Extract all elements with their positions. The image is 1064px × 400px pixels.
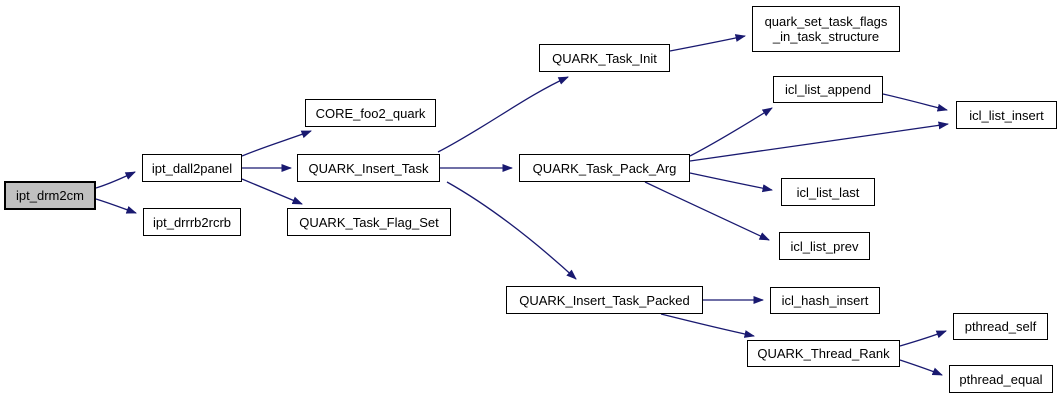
node-ipt-drrrb2rcrb[interactable]: ipt_drrrb2rcrb — [143, 208, 241, 236]
edge-QUARK_Task_Pack_Arg-icl_list_append — [689, 107, 773, 157]
node-quark-task-pack-arg[interactable]: QUARK_Task_Pack_Arg — [519, 154, 690, 182]
node-pthread-self[interactable]: pthread_self — [953, 313, 1048, 340]
edge-QUARK_Thread_Rank-pthread_self — [899, 330, 947, 347]
node-pthread-equal[interactable]: pthread_equal — [949, 365, 1053, 393]
edge-QUARK_Task_Pack_Arg-icl_list_insert — [689, 121, 949, 162]
edge-ipt_dall2panel-CORE_foo2_quark — [241, 130, 312, 157]
edge-ipt_drm2cm-ipt_dall2panel — [95, 171, 136, 189]
node-ipt-drm2cm: ipt_drm2cm — [4, 181, 96, 210]
edge-ipt_drm2cm-ipt_drrrb2rcrb — [95, 198, 137, 214]
edge-QUARK_Insert_Task_Packed-QUARK_Thread_Rank — [660, 313, 755, 338]
node-icl-list-last[interactable]: icl_list_last — [781, 178, 875, 206]
edge-ipt_dall2panel-QUARK_Task_Flag_Set — [241, 178, 303, 205]
node-quark-task-init[interactable]: QUARK_Task_Init — [539, 44, 670, 72]
node-quark-set-task-flags-in-task-structure[interactable]: quark_set_task_flags _in_task_structure — [752, 6, 900, 52]
edge-QUARK_Insert_Task-QUARK_Insert_Task_Packed — [446, 181, 577, 280]
node-quark-insert-task[interactable]: QUARK_Insert_Task — [297, 154, 440, 182]
edge-QUARK_Task_Pack_Arg-icl_list_prev — [644, 181, 770, 241]
node-icl-list-append[interactable]: icl_list_append — [773, 76, 883, 103]
node-quark-thread-rank[interactable]: QUARK_Thread_Rank — [747, 340, 900, 367]
edge-QUARK_Insert_Task-QUARK_Task_Init — [437, 76, 569, 153]
edge-QUARK_Task_Pack_Arg-icl_list_last — [689, 172, 773, 193]
node-quark-insert-task-packed[interactable]: QUARK_Insert_Task_Packed — [506, 286, 703, 314]
edge-icl_list_append-icl_list_insert — [882, 93, 948, 112]
node-quark-task-flag-set[interactable]: QUARK_Task_Flag_Set — [287, 208, 451, 236]
node-icl-hash-insert[interactable]: icl_hash_insert — [770, 287, 880, 314]
edge-QUARK_Task_Init-quark_set_task_flags — [669, 34, 746, 52]
node-core-foo2-quark[interactable]: CORE_foo2_quark — [305, 99, 436, 127]
node-icl-list-prev[interactable]: icl_list_prev — [779, 232, 870, 260]
edge-QUARK_Thread_Rank-pthread_equal — [899, 359, 943, 376]
node-icl-list-insert[interactable]: icl_list_insert — [956, 101, 1057, 129]
node-ipt-dall2panel[interactable]: ipt_dall2panel — [142, 154, 242, 182]
